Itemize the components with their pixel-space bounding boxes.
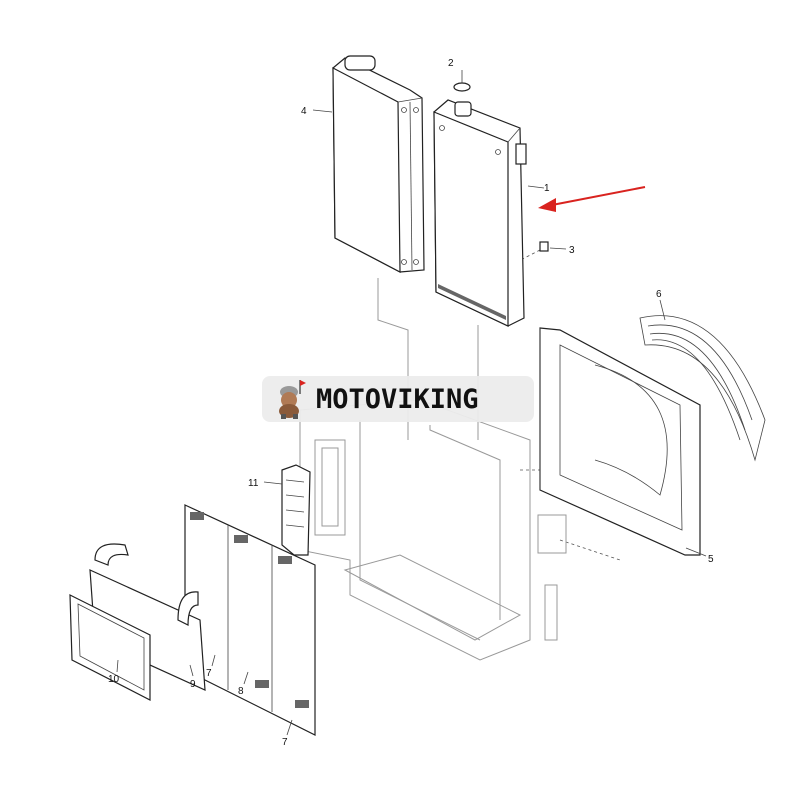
viking-mascot-icon <box>279 380 306 419</box>
part-4-oil-cooler <box>332 55 425 273</box>
callout-3: 3 <box>569 245 575 256</box>
part-3-drain-plug <box>539 241 549 252</box>
watermark-brand-text: MOTOVIKING <box>316 383 479 415</box>
part-2-radiator-cap <box>453 70 471 92</box>
part-6-fan-guard <box>639 315 766 462</box>
part-5-fan-shroud <box>539 327 701 556</box>
callout-5: 5 <box>708 554 714 565</box>
callout-4: 4 <box>301 106 307 117</box>
part-10-screen <box>69 594 151 701</box>
callout-8: 8 <box>238 686 244 697</box>
callout-6: 6 <box>656 289 662 300</box>
callout-2: 2 <box>448 58 454 69</box>
watermark-logo: MOTOVIKING <box>262 376 534 422</box>
part-7-8-side-panels <box>184 504 316 736</box>
callout-7: 7 <box>206 668 212 679</box>
callout-7: 7 <box>282 737 288 748</box>
highlight-arrow <box>538 186 646 212</box>
part-1-radiator <box>433 99 527 327</box>
callout-10: 10 <box>108 674 120 685</box>
frame-assembly <box>299 399 567 661</box>
part-9-charge-air-cooler <box>89 543 206 691</box>
callout-9: 9 <box>190 679 196 690</box>
callout-11: 11 <box>248 478 259 489</box>
part-11-small-cooler <box>281 464 311 556</box>
callout-1: 1 <box>544 183 550 194</box>
leader-lines <box>116 109 707 736</box>
